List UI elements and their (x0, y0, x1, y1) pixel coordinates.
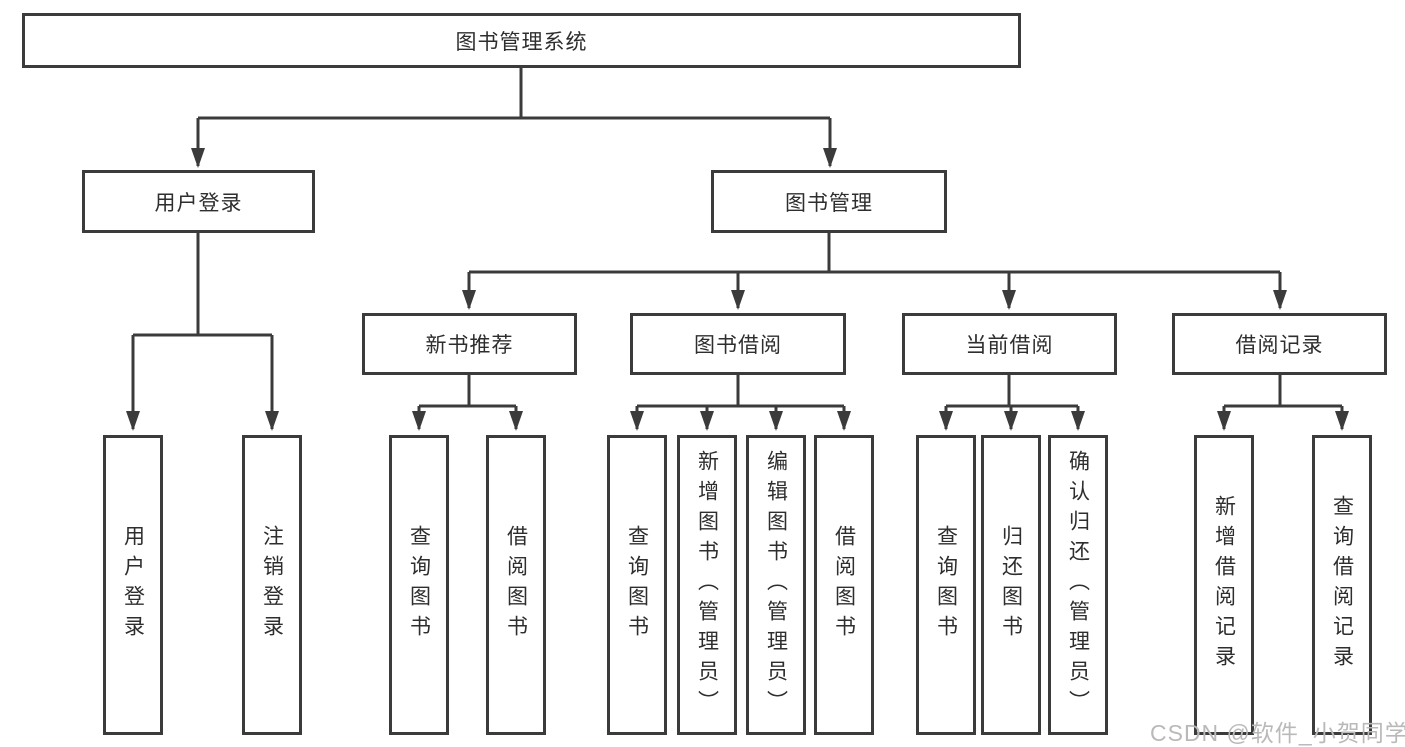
node-label: 查询图书 (625, 525, 649, 645)
leaf-query-books-2: 查询图书 (607, 435, 667, 735)
node-label: 查询图书 (934, 525, 958, 645)
node-label: 新增图书（管理员） (695, 450, 719, 720)
node-label: 图书管理 (785, 191, 873, 215)
node-new-book-recommend: 新书推荐 (362, 313, 577, 375)
leaf-add-borrow-record: 新增借阅记录 (1194, 435, 1254, 735)
node-label: 借阅图书 (832, 525, 856, 645)
node-label: 查询图书 (407, 525, 431, 645)
node-label: 用户登录 (154, 191, 243, 215)
node-label: 编辑图书（管理员） (764, 450, 788, 720)
node-user-login: 用户登录 (82, 170, 315, 233)
node-book-borrowing: 图书借阅 (630, 313, 846, 375)
node-current-borrowing: 当前借阅 (902, 313, 1117, 375)
leaf-user-login: 用户登录 (103, 435, 163, 735)
node-label: 确认归还（管理员） (1066, 450, 1090, 720)
node-label: 借阅记录 (1235, 334, 1324, 357)
node-label: 查询借阅记录 (1330, 495, 1354, 675)
leaf-borrow-books-2: 借阅图书 (814, 435, 874, 735)
node-label: 新增借阅记录 (1212, 495, 1236, 675)
leaf-return-books: 归还图书 (981, 435, 1041, 735)
node-label: 图书管理系统 (455, 30, 588, 54)
leaf-query-borrow-record: 查询借阅记录 (1312, 435, 1372, 735)
leaf-borrow-books-1: 借阅图书 (486, 435, 546, 735)
leaf-query-books-3: 查询图书 (916, 435, 976, 735)
csdn-watermark: CSDN @软件_小贺同学 (1150, 720, 1405, 746)
connector-group (126, 68, 1349, 431)
leaf-confirm-return-admin: 确认归还（管理员） (1048, 435, 1108, 735)
leaf-query-books-1: 查询图书 (389, 435, 449, 735)
node-label: 当前借阅 (965, 334, 1054, 357)
node-label: 新书推荐 (425, 334, 514, 357)
leaf-edit-books-admin: 编辑图书（管理员） (746, 435, 806, 735)
node-label: 归还图书 (999, 525, 1023, 645)
leaf-logout: 注销登录 (242, 435, 302, 735)
node-label: 图书借阅 (694, 334, 782, 357)
node-label: 借阅图书 (504, 525, 528, 645)
node-borrow-records: 借阅记录 (1172, 313, 1387, 375)
node-root-system: 图书管理系统 (22, 13, 1021, 68)
node-book-management: 图书管理 (711, 170, 947, 233)
node-label: 用户登录 (121, 525, 145, 645)
leaf-add-books-admin: 新增图书（管理员） (677, 435, 737, 735)
node-label: 注销登录 (260, 525, 284, 645)
